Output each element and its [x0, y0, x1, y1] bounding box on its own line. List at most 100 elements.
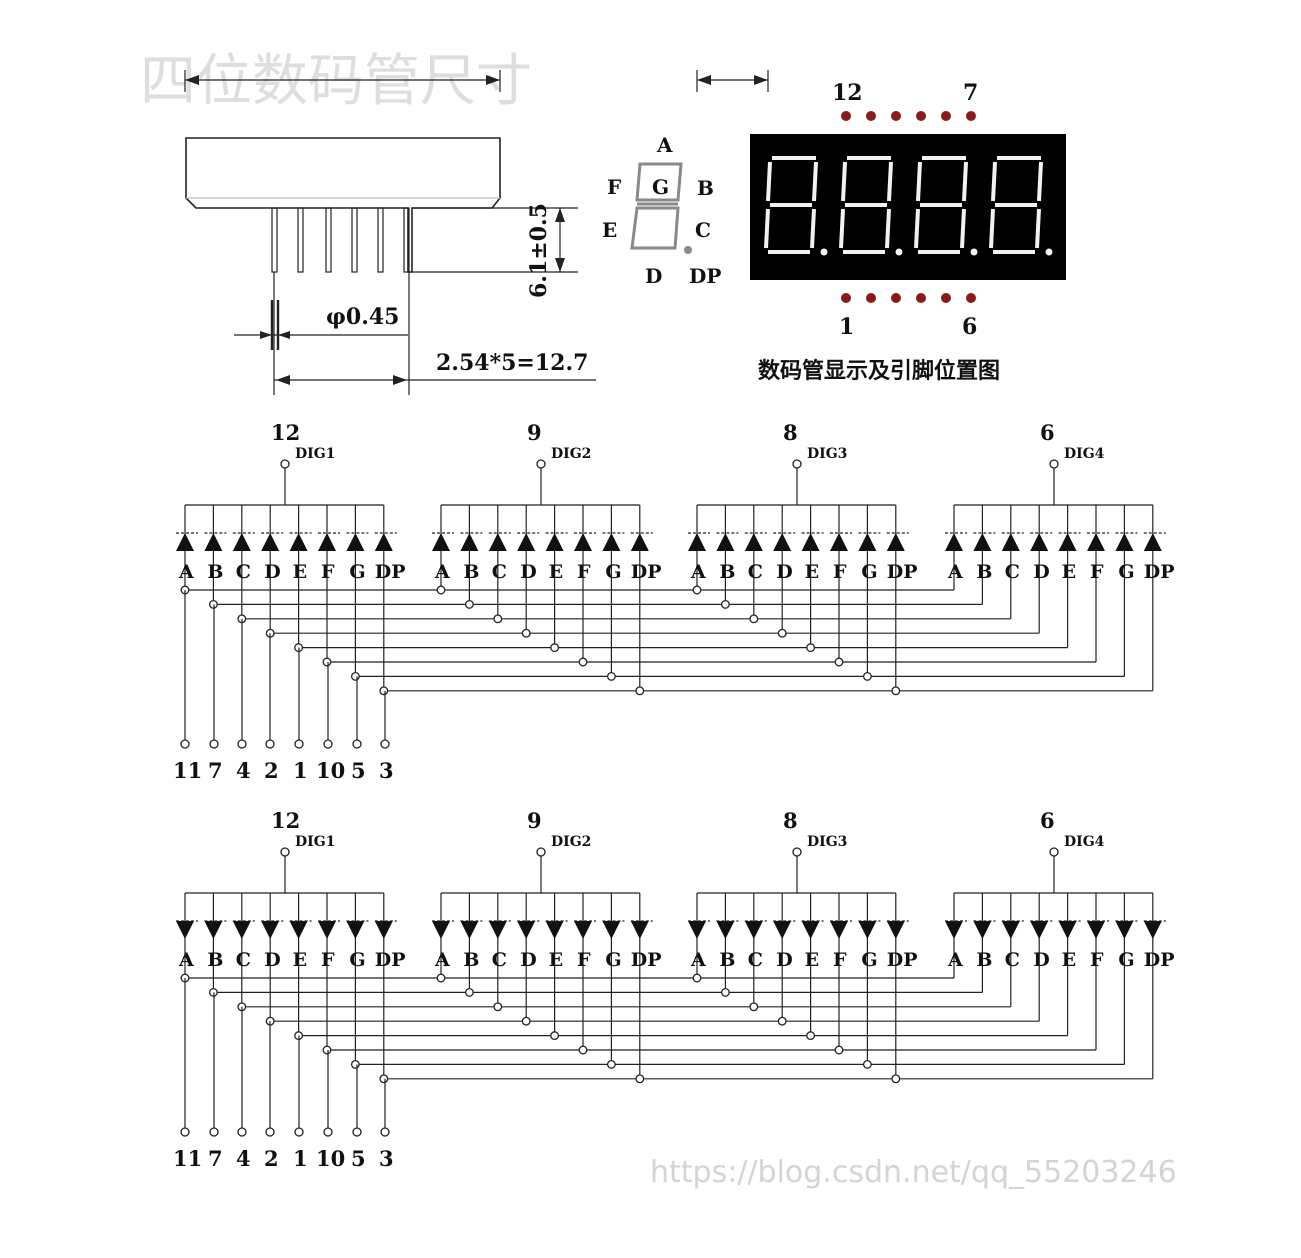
- segment-label: B: [463, 561, 479, 583]
- led-segment-b: B: [460, 893, 483, 971]
- junction-node: [436, 585, 446, 595]
- segment-label: C: [1005, 949, 1020, 971]
- segment-label: E: [293, 949, 307, 971]
- digit-pin-number: 9: [527, 808, 542, 833]
- led-segment-dp: DP: [630, 893, 662, 971]
- led-segment-f: F: [830, 893, 852, 971]
- junction-node: [891, 1074, 901, 1084]
- digit-terminal: [1049, 459, 1059, 469]
- segment-label: C: [236, 561, 251, 583]
- segment-label: G: [605, 561, 621, 583]
- output-pin-terminal: [380, 739, 390, 749]
- junction-node: [521, 1016, 531, 1026]
- output-pin-terminal: [209, 739, 219, 749]
- output-pin-terminal: [323, 739, 333, 749]
- junction-node: [322, 1045, 332, 1055]
- display-digits: [764, 156, 1053, 256]
- led-segment-d: D: [1030, 893, 1053, 971]
- junction-node: [578, 657, 588, 667]
- digit-pin-number: 8: [783, 420, 798, 445]
- top-pin-dot: [941, 111, 951, 121]
- led-segment-d: D: [517, 505, 540, 583]
- package-side-view: [185, 137, 596, 395]
- segment-label: DP: [1144, 561, 1175, 583]
- segment-label: G: [1118, 561, 1134, 583]
- led-segment-dp: DP: [1143, 505, 1175, 583]
- output-pin-number: 2: [264, 1146, 279, 1171]
- junction-node: [493, 1002, 503, 1012]
- digit-label: DIG1: [295, 834, 335, 850]
- digit-pin-number: 6: [1040, 420, 1055, 445]
- led-segment-f: F: [574, 505, 596, 583]
- segment-label: F: [577, 561, 591, 583]
- segment-label: DP: [375, 561, 406, 583]
- segment-label: D: [264, 561, 280, 583]
- junction-node: [749, 614, 759, 624]
- junction-node: [891, 686, 901, 696]
- segment-label: E: [293, 561, 307, 583]
- digit-label: DIG4: [1064, 834, 1105, 850]
- bottom-pin-dot: [891, 293, 901, 303]
- legend-dp: DP: [689, 264, 721, 288]
- segment-label: E: [1062, 949, 1076, 971]
- junction-node: [862, 1059, 872, 1069]
- digit-terminal: [280, 847, 290, 857]
- segment-label: E: [549, 949, 563, 971]
- digit-terminal: [792, 847, 802, 857]
- segment-label: D: [776, 561, 792, 583]
- led-segment-a: A: [176, 505, 198, 583]
- led-segment-d: D: [261, 505, 284, 583]
- segment-label: F: [1090, 949, 1104, 971]
- segment-label: A: [434, 561, 450, 583]
- output-pin-terminal: [265, 1127, 275, 1137]
- segment-label: A: [178, 949, 194, 971]
- legend-digit-outline: [630, 162, 692, 254]
- led-segment-a: A: [176, 893, 198, 971]
- output-pin-terminal: [294, 739, 304, 749]
- led-segment-e: E: [545, 505, 568, 583]
- legend-dp-dot: [684, 246, 692, 254]
- led-segment-f: F: [830, 505, 852, 583]
- display-digit-4: [989, 156, 1053, 256]
- segment-label: E: [549, 561, 563, 583]
- led-segment-a: A: [688, 505, 710, 583]
- segment-label: B: [976, 949, 992, 971]
- led-segment-c: C: [744, 893, 767, 971]
- display-digit-3: [914, 156, 978, 256]
- segment-label: G: [605, 949, 621, 971]
- segment-label: D: [1033, 561, 1049, 583]
- led-segment-g: G: [858, 893, 881, 971]
- digit-terminal: [280, 459, 290, 469]
- junction-node: [436, 973, 446, 983]
- display-pin-12: 12: [832, 80, 863, 106]
- junction-node: [635, 686, 645, 696]
- segment-label: D: [776, 949, 792, 971]
- legend-c: C: [695, 218, 711, 242]
- junction-node: [379, 686, 389, 696]
- segment-label: A: [434, 949, 450, 971]
- digit-terminal: [536, 459, 546, 469]
- output-pin-number: 3: [379, 758, 394, 783]
- output-pin-terminal: [294, 1127, 304, 1137]
- led-segment-a: A: [688, 893, 710, 971]
- bottom-pin-dot: [966, 293, 976, 303]
- display-pin-6: 6: [962, 314, 977, 340]
- bottom-pin-dot: [866, 293, 876, 303]
- led-segment-c: C: [744, 505, 767, 583]
- segment-label: A: [690, 561, 706, 583]
- led-segment-e: E: [545, 893, 568, 971]
- led-segment-b: B: [204, 505, 227, 583]
- package-pins: [271, 207, 410, 273]
- junction-node: [834, 1045, 844, 1055]
- junction-node: [493, 614, 503, 624]
- led-segment-dp: DP: [1143, 893, 1175, 971]
- led-segment-b: B: [973, 893, 996, 971]
- segment-label: DP: [1144, 949, 1175, 971]
- segment-label: B: [719, 949, 735, 971]
- legend-b: B: [697, 176, 714, 200]
